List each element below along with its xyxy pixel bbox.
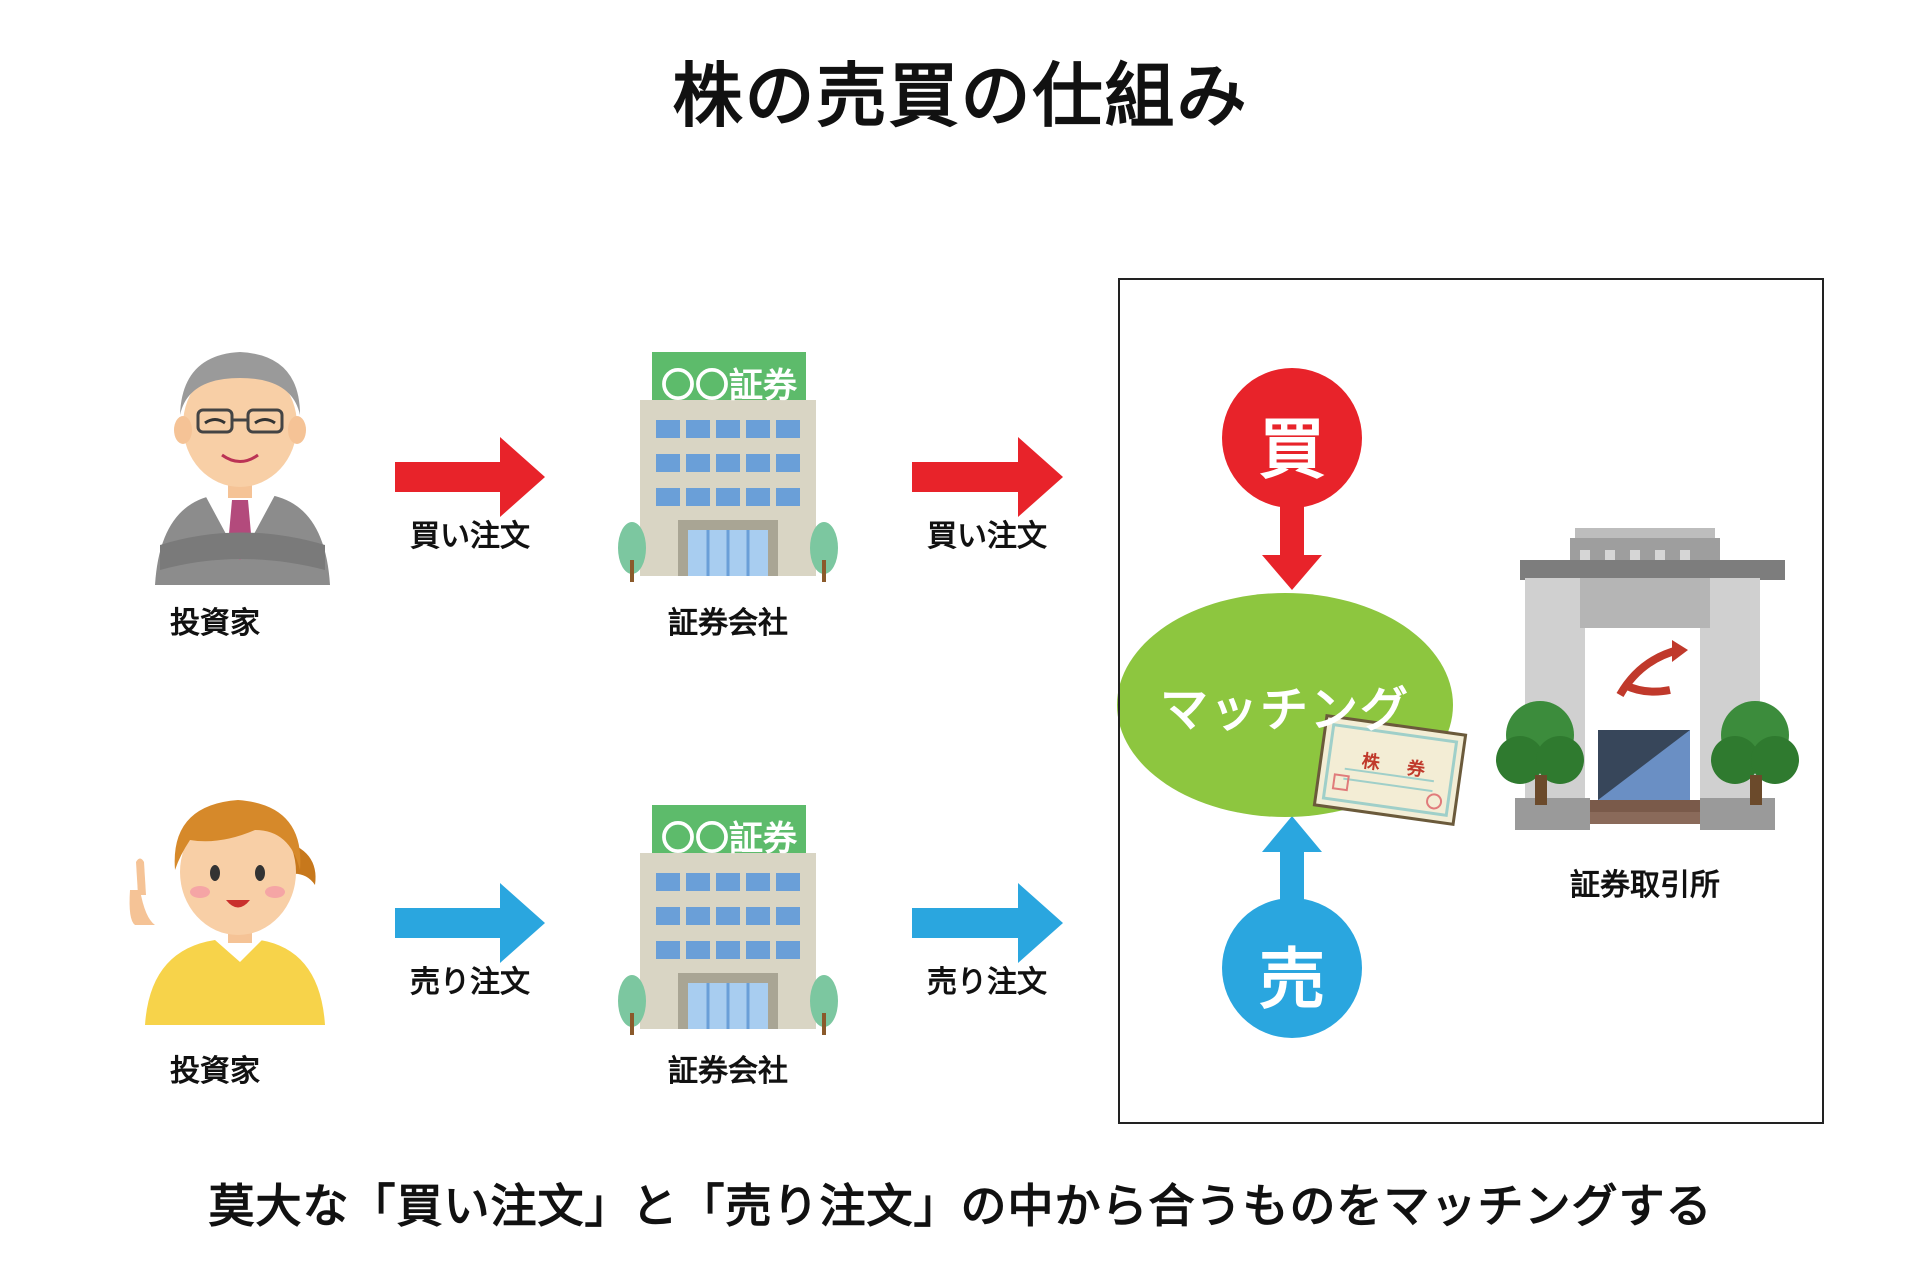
broker-top-sign: 〇〇証券 bbox=[661, 366, 797, 406]
diagram-title: 株の売買の仕組み bbox=[672, 55, 1249, 137]
stock-certificate-icon bbox=[1312, 714, 1468, 826]
sell-order-label-2: 売り注文 bbox=[927, 965, 1047, 1000]
buy-order-label-2: 買い注文 bbox=[927, 519, 1047, 554]
broker-building-top-icon bbox=[618, 352, 838, 582]
seller-label: 投資家 bbox=[170, 1054, 260, 1089]
stock-exchange-frame bbox=[1118, 278, 1824, 1124]
stock-exchange-label: 証券取引所 bbox=[1570, 868, 1720, 903]
buy-arrow-1 bbox=[395, 437, 545, 517]
buy-symbol: 買 bbox=[1259, 411, 1325, 488]
sell-order-label-1: 売り注文 bbox=[410, 965, 530, 1000]
matching-label: マッチング bbox=[1159, 682, 1410, 738]
sell-circle-icon bbox=[1222, 816, 1362, 1038]
broker-bottom-label: 証券会社 bbox=[668, 1054, 788, 1089]
broker-bottom-sign: 〇〇証券 bbox=[661, 819, 797, 859]
broker-top-label: 証券会社 bbox=[668, 606, 788, 641]
certificate-char-2: 券 bbox=[1405, 757, 1427, 782]
buy-order-label-1: 買い注文 bbox=[410, 519, 530, 554]
broker-building-bottom-icon bbox=[618, 805, 838, 1035]
sell-symbol: 売 bbox=[1259, 941, 1325, 1018]
investor-woman-icon bbox=[129, 800, 325, 1025]
stock-exchange-building-icon bbox=[1496, 528, 1799, 830]
sell-arrow-1 bbox=[395, 883, 545, 963]
buy-arrow-2 bbox=[912, 437, 1063, 517]
investor-man-icon bbox=[155, 352, 330, 585]
sell-arrow-2 bbox=[912, 883, 1063, 963]
buy-circle-icon bbox=[1222, 368, 1362, 590]
certificate-char-1: 株 bbox=[1360, 750, 1382, 775]
buyer-label: 投資家 bbox=[170, 606, 260, 641]
diagram-caption: 莫大な「買い注文」と「売り注文」の中から合うものをマッチングする bbox=[208, 1179, 1713, 1233]
